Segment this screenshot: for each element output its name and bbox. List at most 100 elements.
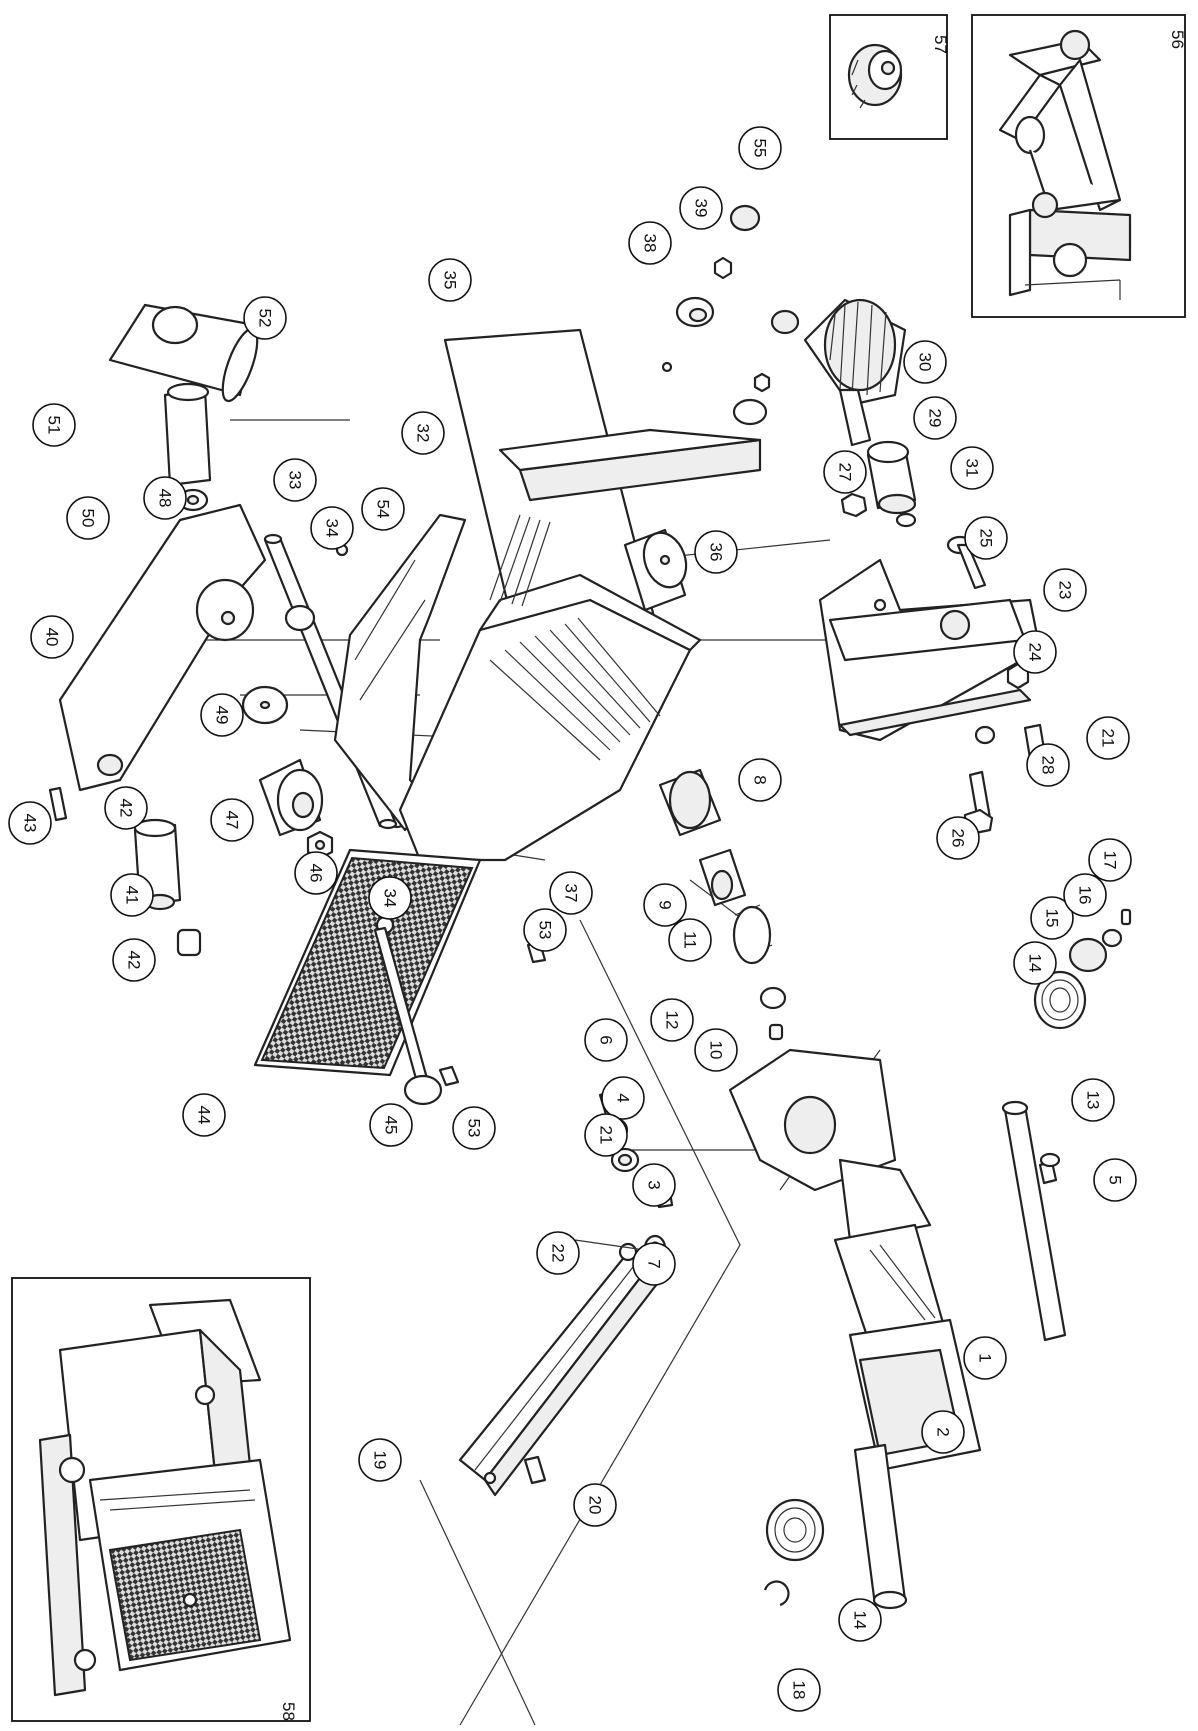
part-34-collar-upper <box>284 604 316 632</box>
callout-number: 2 <box>934 1427 953 1436</box>
callout-26: 26 <box>936 816 980 860</box>
callout-number: 52 <box>256 309 275 328</box>
callout-circle <box>823 450 867 494</box>
callout-48: 48 <box>143 476 187 520</box>
part-28-washer <box>974 725 996 745</box>
callout-circle <box>694 530 738 574</box>
callout-number: 17 <box>1101 851 1120 870</box>
callout-14: 14 <box>1013 941 1057 985</box>
callout-circle <box>632 1242 676 1286</box>
part-39-screw <box>713 256 771 393</box>
callout-circle <box>104 786 148 830</box>
callout-number: 23 <box>1056 581 1075 600</box>
part-36-cylinder <box>623 528 688 612</box>
part-43-pin <box>48 786 68 822</box>
callout-8: 8 <box>738 758 782 802</box>
part-18-clip <box>763 1580 790 1607</box>
callout-number: 16 <box>1076 886 1095 905</box>
callout-circle <box>738 758 782 802</box>
callout-number: 53 <box>536 921 555 940</box>
callout-number: 27 <box>836 463 855 482</box>
callout-circle <box>964 516 1008 560</box>
callout-number: 19 <box>371 1451 390 1470</box>
part-53-pin-bottom <box>438 1065 460 1087</box>
callout-number: 25 <box>977 529 996 548</box>
callout-circle <box>523 908 567 952</box>
callout-circle <box>273 458 317 502</box>
callout-number: 21 <box>1099 729 1118 748</box>
callout-23: 23 <box>1043 568 1087 612</box>
callout-circle <box>294 851 338 895</box>
part-49-washer <box>241 685 289 725</box>
callout-number: 55 <box>751 139 770 158</box>
callout-number: 29 <box>926 409 945 428</box>
inset-56-frame-drawing <box>998 29 1132 300</box>
callout-17: 17 <box>1088 838 1132 882</box>
callout-number: 33 <box>286 471 305 490</box>
callout-circle <box>536 1231 580 1275</box>
inset-58: 58 <box>11 1277 311 1722</box>
callout-34: 34 <box>368 876 412 920</box>
callout-3: 3 <box>632 1163 676 1207</box>
part-35-side-flange <box>498 428 762 502</box>
callout-38: 38 <box>628 221 672 265</box>
callout-circle <box>1013 941 1057 985</box>
callout-7: 7 <box>632 1242 676 1286</box>
callout-circle <box>694 1028 738 1072</box>
part-13-rod <box>1001 1100 1067 1342</box>
callout-number: 6 <box>597 1035 616 1044</box>
callout-circle <box>777 1668 821 1712</box>
part-47-roller <box>258 758 324 837</box>
callout-number: 36 <box>707 543 726 562</box>
callout-circle <box>963 1336 1007 1380</box>
callout-34: 34 <box>310 506 354 550</box>
callout-53: 53 <box>452 1106 496 1150</box>
callout-number: 42 <box>125 951 144 970</box>
callout-circle <box>361 487 405 531</box>
callout-51: 51 <box>32 403 76 447</box>
part-25-bolt <box>946 535 987 590</box>
callout-circle <box>358 1438 402 1482</box>
part-31-washer <box>895 512 917 528</box>
callout-circle <box>30 615 74 659</box>
callout-circle <box>8 801 52 845</box>
part-20-screw <box>523 1455 547 1485</box>
callout-number: 22 <box>549 1244 568 1263</box>
callout-45: 45 <box>369 1103 413 1147</box>
main-exploded-view <box>48 204 1132 1726</box>
callout-number: 50 <box>79 509 98 528</box>
part-10-pin <box>768 1023 784 1041</box>
callout-circle <box>210 798 254 842</box>
callout-12: 12 <box>650 998 694 1042</box>
callout-circle <box>182 1093 226 1137</box>
callout-circle <box>110 873 154 917</box>
callout-1: 1 <box>963 1336 1007 1380</box>
callout-52: 52 <box>243 296 287 340</box>
inset-57-label: 57 <box>931 35 950 54</box>
callout-circle <box>369 1103 413 1147</box>
part-5-bolt <box>1038 1152 1061 1185</box>
callout-6: 6 <box>584 1018 628 1062</box>
callout-circle <box>679 186 723 230</box>
callout-circle <box>1093 1158 1137 1202</box>
callout-number: 31 <box>963 459 982 478</box>
callout-number: 11 <box>681 931 700 949</box>
callout-4: 4 <box>601 1076 645 1120</box>
callout-number: 41 <box>123 886 142 905</box>
part-8-coupling <box>658 768 722 837</box>
callout-number: 7 <box>645 1259 664 1268</box>
callout-43: 43 <box>8 801 52 845</box>
callout-circle <box>1026 743 1070 787</box>
callout-circle <box>1086 716 1130 760</box>
callout-circle <box>401 411 445 455</box>
part-22-spring-wire <box>574 1239 646 1251</box>
part-45-rod <box>373 926 443 1106</box>
callout-18: 18 <box>777 1668 821 1712</box>
callout-circle <box>143 476 187 520</box>
callout-number: 30 <box>916 353 935 372</box>
callout-2: 2 <box>921 1410 965 1454</box>
callout-number: 54 <box>374 500 393 519</box>
callout-29: 29 <box>913 396 957 440</box>
callout-37: 37 <box>549 871 593 915</box>
